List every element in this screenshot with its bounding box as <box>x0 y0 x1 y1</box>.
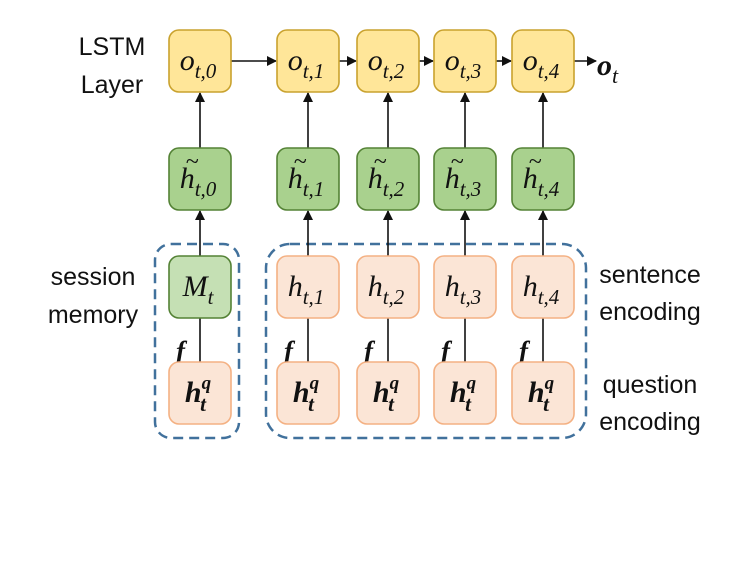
hidden-node-label-0: ht,0 <box>180 162 217 201</box>
hidden-node-label-2: ht,2 <box>368 162 405 201</box>
lstm-node-4 <box>511 29 575 93</box>
lstm-layer-label-line2: Layer <box>81 71 144 99</box>
session-memory-label-line1: session <box>51 263 136 291</box>
lstm-node-0 <box>168 29 232 93</box>
sentence-encoding-label-2: ht,2 <box>368 270 405 309</box>
output-subscript: t <box>612 63 619 88</box>
connection-lines <box>195 56 597 362</box>
hidden-node-2 <box>356 147 420 211</box>
sentence-encoding-label-4: ht,4 <box>523 270 560 309</box>
lstm-node-1 <box>276 29 340 93</box>
question-encoding-label-line1: question <box>603 371 698 399</box>
hidden-node-0 <box>168 147 232 211</box>
question-encoding-node-4 <box>511 361 575 425</box>
lstm-node-label-1: ot,1 <box>288 44 325 83</box>
hidden-node-label-1: ht,1 <box>288 162 325 201</box>
question-encoding-node-1 <box>276 361 340 425</box>
lstm-node-label-3: ot,3 <box>445 44 482 83</box>
hidden-node-label-3: ht,3 <box>445 162 482 201</box>
sentence-encoding-label-3: ht,3 <box>445 270 482 309</box>
question-encoding-label-line2: encoding <box>599 408 700 436</box>
group-dashed-borders <box>153 242 588 440</box>
hidden-node-1 <box>276 147 340 211</box>
session-memory-label: Mt <box>182 270 215 309</box>
output-label: ot <box>597 49 619 88</box>
tilde-mark: ~ <box>529 149 542 175</box>
lstm-node-3 <box>433 29 497 93</box>
sentence-encoding-label-line1: sentence <box>599 261 700 289</box>
tilde-mark: ~ <box>451 149 464 175</box>
hidden-node-label-4: ht,4 <box>523 162 560 201</box>
sentence-encoding-node-1 <box>276 255 340 319</box>
question-encoding-node-0 <box>168 361 232 425</box>
lstm-layer-label-line1: LSTM <box>79 33 146 61</box>
sentence-encoding-node-3 <box>433 255 497 319</box>
tilde-mark: ~ <box>294 149 307 175</box>
sentence-encoding-node-2 <box>356 255 420 319</box>
tilde-mark: ~ <box>186 149 199 175</box>
output-symbol: o <box>597 49 612 82</box>
sentence-group-border <box>264 242 588 440</box>
lstm-node-label-2: ot,2 <box>368 44 405 83</box>
sentence-encoding-node-4 <box>511 255 575 319</box>
lstm-node-2 <box>356 29 420 93</box>
tilde-mark: ~ <box>374 149 387 175</box>
question-encoding-node-3 <box>433 361 497 425</box>
session-group-border <box>153 242 241 440</box>
hidden-node-4 <box>511 147 575 211</box>
sentence-encoding-label-1: ht,1 <box>288 270 325 309</box>
hidden-node-3 <box>433 147 497 211</box>
question-encoding-node-2 <box>356 361 420 425</box>
session-memory-node <box>168 255 232 319</box>
sentence-encoding-label-line2: encoding <box>599 298 700 326</box>
session-memory-label-line2: memory <box>48 301 139 329</box>
lstm-node-label-4: ot,4 <box>523 44 560 83</box>
lstm-node-label-0: ot,0 <box>180 44 217 83</box>
